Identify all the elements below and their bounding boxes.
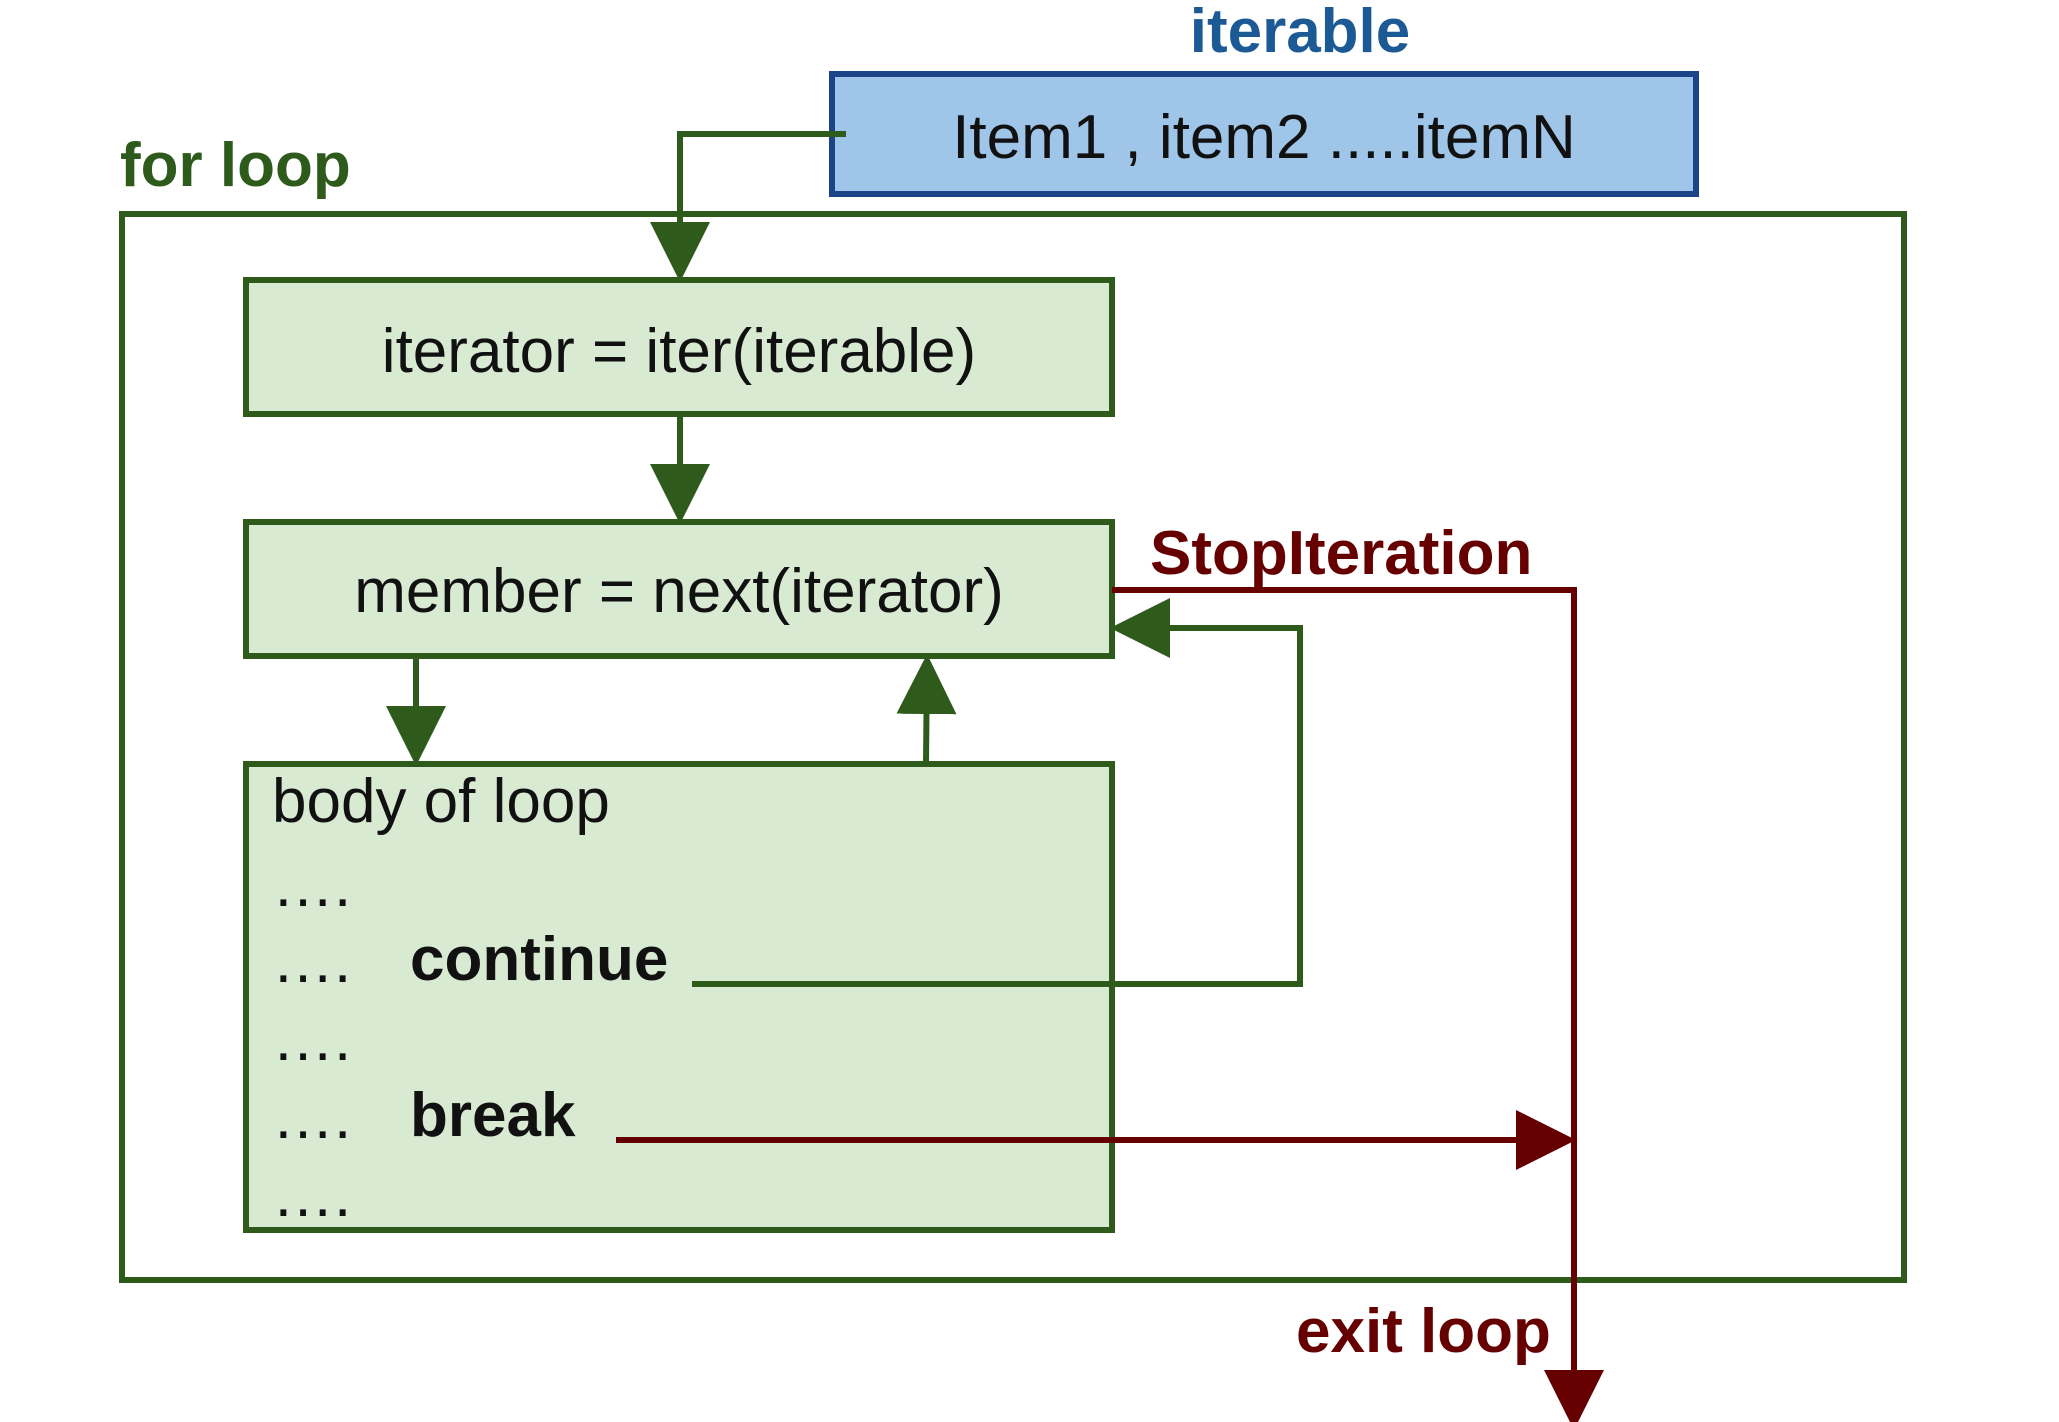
- loop-body-line-1: ….: [272, 851, 351, 920]
- member-assign-text: member = next(iterator): [354, 557, 1004, 626]
- iterable-to-iterator-arrow: [650, 131, 846, 282]
- for-loop-title: for loop: [120, 131, 351, 200]
- loop-body-line-4-dots: ….: [272, 1083, 351, 1152]
- loop-body-heading: body of loop: [272, 767, 610, 836]
- loop-body-box: [243, 761, 1115, 1233]
- iterable-items-text: Item1 , item2 .....itemN: [952, 103, 1576, 172]
- loop-body-line-2-dots: ….: [272, 927, 351, 996]
- continue-arrow: [692, 598, 1303, 987]
- loop-body-line-5: ….: [272, 1161, 351, 1230]
- body-to-member-arrow: [896, 654, 957, 765]
- for-loop-container: [119, 211, 1907, 1283]
- stop-iteration-label: StopIteration: [1150, 519, 1532, 588]
- exit-loop-label: exit loop: [1296, 1297, 1551, 1366]
- break-keyword: break: [410, 1081, 576, 1150]
- iterator-assign-text: iterator = iter(iterable): [382, 317, 976, 386]
- continue-keyword: continue: [410, 925, 668, 994]
- loop-body-line-3: ….: [272, 1005, 351, 1074]
- iterable-title: iterable: [1190, 0, 1411, 66]
